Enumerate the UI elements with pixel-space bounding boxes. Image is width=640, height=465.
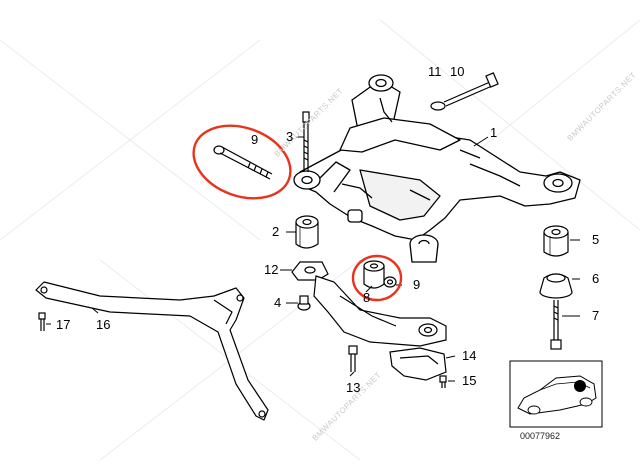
- bolt-3: [302, 111, 310, 172]
- callout-16: 16: [96, 317, 111, 332]
- callout-11: 11: [428, 64, 442, 79]
- bushing-5: [543, 225, 569, 257]
- bolt-9-left: [213, 145, 273, 180]
- callout-14: 14: [462, 348, 477, 363]
- callout-4: 4: [274, 295, 282, 310]
- callout-17: 17: [56, 317, 71, 332]
- callout-8: 8: [363, 290, 371, 305]
- bolt-10-washer-11: [430, 72, 499, 111]
- mount-6: [539, 273, 573, 299]
- callout-10: 10: [450, 64, 465, 79]
- bracket-8: [313, 275, 447, 347]
- callout-9-right: 9: [413, 277, 421, 292]
- strut-16: [35, 281, 269, 421]
- highlight-circle-bolt-9: [192, 124, 292, 200]
- callout-9-left: 9: [251, 132, 259, 147]
- shield-14: [389, 347, 447, 381]
- bolt-17: [38, 312, 46, 331]
- rear-axle-carrier: [293, 74, 581, 263]
- bushing-2: [295, 215, 319, 249]
- callout-12: 12: [264, 262, 279, 277]
- callout-7: 7: [592, 308, 600, 323]
- bolt-13: [348, 345, 358, 372]
- bolt-15: [439, 375, 447, 388]
- callout-3: 3: [286, 129, 294, 144]
- callout-15: 15: [462, 373, 477, 388]
- bushing-pair-9: [363, 260, 397, 289]
- callout-2: 2: [272, 224, 280, 239]
- bracket-12: [291, 261, 329, 281]
- diagram-number: 00077962: [520, 431, 561, 441]
- callout-1: 1: [490, 125, 498, 140]
- callout-5: 5: [592, 232, 600, 247]
- bolt-4: [297, 295, 311, 311]
- bolt-7: [550, 300, 562, 350]
- highlight-circle-bushing-9: [351, 254, 403, 302]
- callout-13: 13: [346, 380, 361, 395]
- inset-car-thumbnail: [509, 360, 603, 428]
- callout-6: 6: [592, 271, 600, 286]
